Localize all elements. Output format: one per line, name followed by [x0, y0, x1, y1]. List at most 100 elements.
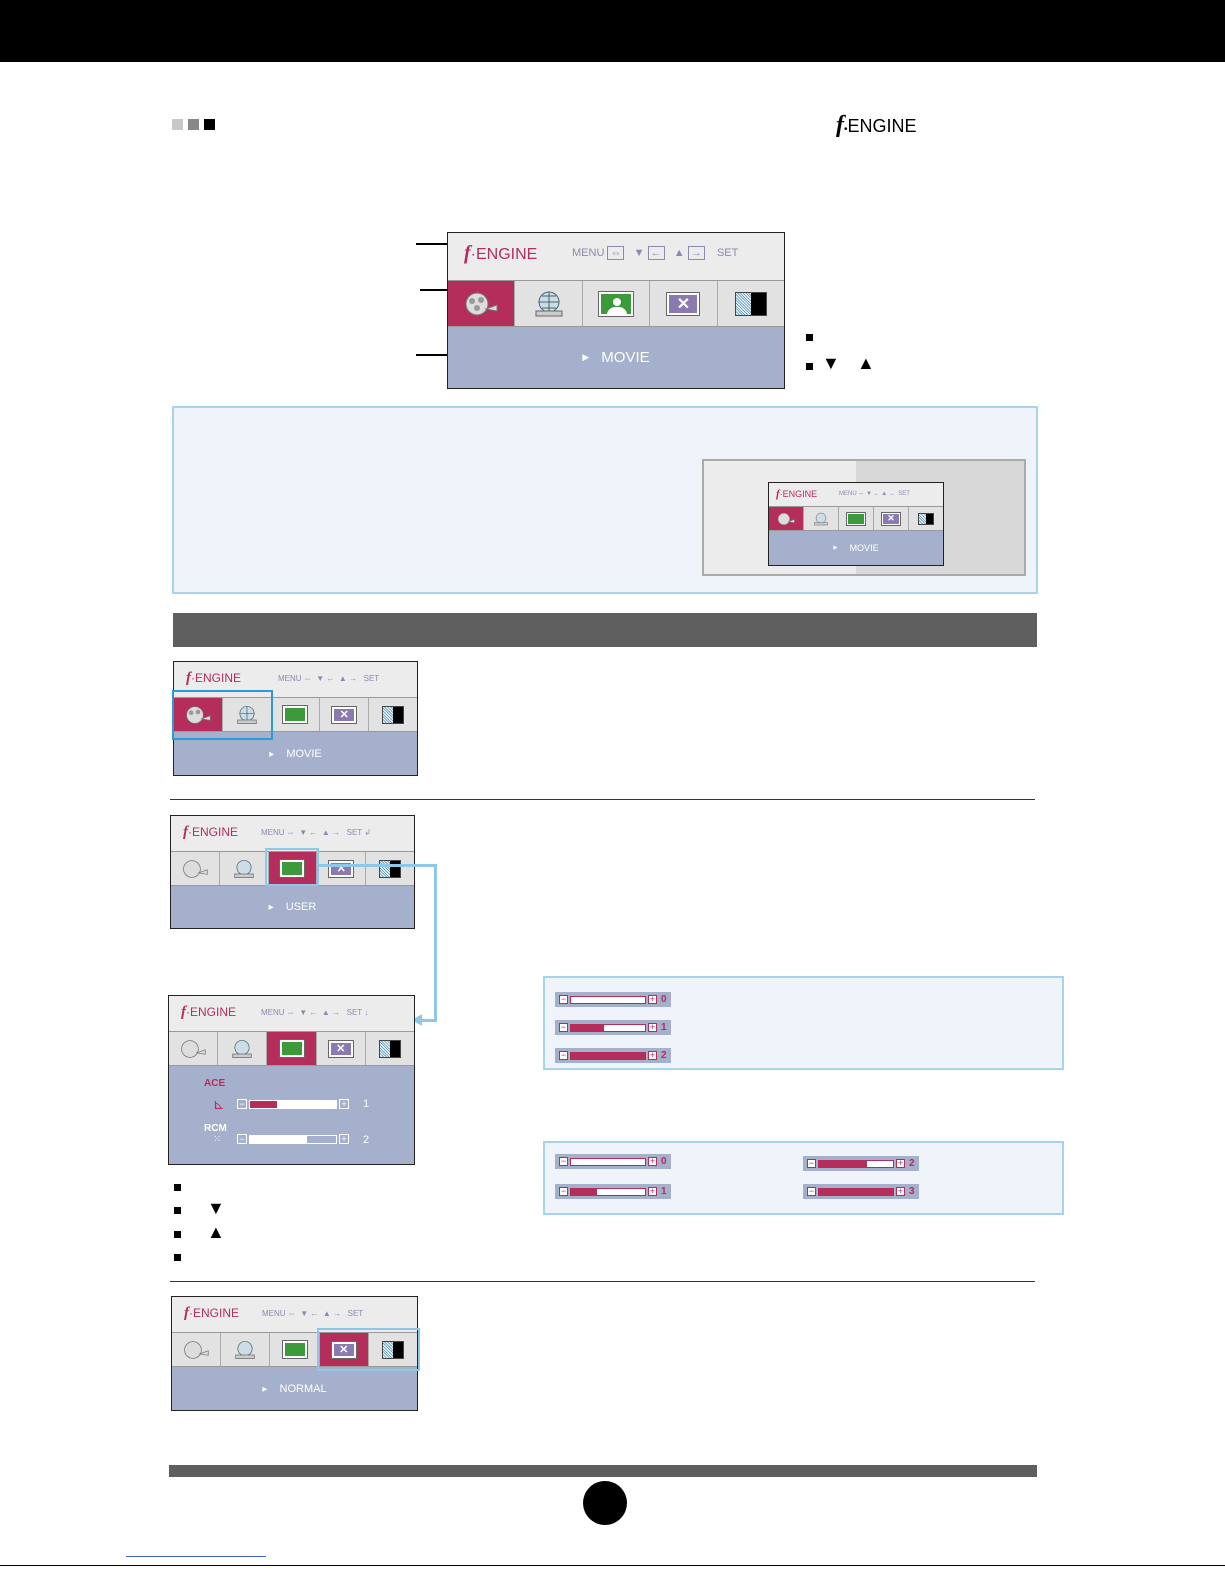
osd-movie: f·ENGINE MENU ⇔ ▼ ← ▲ → SET ✕ ▶MOVIE	[173, 661, 418, 776]
rcm-level-value: 3	[909, 1186, 915, 1197]
osd-icon-row: ✕	[448, 281, 785, 327]
ace-level-value: 2	[661, 1050, 667, 1061]
film-reel-icon[interactable]	[169, 1032, 219, 1065]
page-number-circle	[583, 1481, 627, 1525]
minus-icon: −	[559, 1186, 568, 1196]
rcm-level-bar: −+	[803, 1184, 919, 1199]
minus-icon: −	[559, 994, 568, 1004]
ace-level-value: 0	[661, 994, 667, 1005]
selection-highlight	[317, 1328, 420, 1371]
ace-level-bar: −+	[555, 992, 671, 1007]
minus-icon: −	[559, 1156, 568, 1166]
bottom-rule	[0, 1565, 1225, 1566]
connector-line	[420, 1019, 437, 1022]
rcm-level-value: 0	[661, 1156, 667, 1167]
down-arrow-icon: ▼	[822, 353, 840, 373]
demo-half-icon[interactable]	[365, 1032, 415, 1065]
rcm-slider[interactable]: − +	[237, 1134, 349, 1144]
plus-icon: +	[648, 1186, 657, 1196]
normal-x-icon: ✕	[874, 507, 909, 530]
callout-line-2	[420, 289, 448, 291]
up-arrow-icon: ▲	[207, 1222, 225, 1242]
ace-level-bar: −+	[555, 1048, 671, 1063]
ace-slider[interactable]: − +	[237, 1099, 349, 1109]
normal-x-icon[interactable]: ✕	[319, 1333, 369, 1366]
callout-line-1	[416, 243, 448, 245]
osd-normal: f·ENGINE MENU ⇔ ▼ ← ▲ → SET ✕ ▶NORMAL	[171, 1296, 418, 1411]
osd-header: f·ENGINE MENU ⇔ ▼ ← ▲ → SET	[448, 233, 784, 281]
osd-controls: MENU ⇔ ▼ ← ▲ → SET	[572, 246, 739, 260]
demo-half-icon	[909, 507, 943, 530]
up-arrow-icon: ▲	[857, 353, 875, 373]
internet-globe-icon[interactable]	[222, 698, 272, 731]
osd-main: f·ENGINE MENU ⇔ ▼ ← ▲ → SET ✕ ▶MOVIE	[447, 232, 785, 389]
normal-x-icon[interactable]: ✕	[320, 698, 370, 731]
plus-icon: +	[648, 1050, 657, 1060]
demo-half-icon[interactable]	[366, 852, 414, 885]
ace-label: ACE	[204, 1078, 226, 1089]
section-header-bar	[173, 613, 1037, 647]
ace-icon: ⊾	[213, 1096, 225, 1112]
internet-globe-icon	[804, 507, 839, 530]
connector-arrowhead	[412, 1014, 422, 1026]
user-picture-icon[interactable]	[271, 698, 321, 731]
internet-globe-icon[interactable]	[515, 281, 583, 326]
demo-half-icon[interactable]	[717, 281, 785, 326]
normal-x-icon[interactable]: ✕	[316, 1032, 366, 1065]
minus-icon: −	[559, 1050, 568, 1060]
film-reel-icon	[769, 507, 804, 530]
internet-globe-icon[interactable]	[218, 1032, 268, 1065]
minus-icon: −	[807, 1186, 816, 1196]
osd-mode-label: ▶MOVIE	[582, 349, 650, 366]
user-picture-icon	[839, 507, 874, 530]
rcm-level-bar: −+	[803, 1156, 919, 1171]
bullet	[174, 1231, 181, 1238]
osd-user-submenu: f·ENGINE MENU ⇔ ▼ ← ▲ → SET ↓ ✕ ACE ⊾ − …	[168, 995, 415, 1165]
user-picture-icon[interactable]	[267, 1032, 317, 1065]
header-brand: f•ENGINE	[836, 112, 917, 138]
user-picture-icon[interactable]	[582, 281, 651, 326]
footer-bar	[169, 1465, 1037, 1477]
rcm-levels-panel: −+0−+1−+2−+3	[543, 1141, 1064, 1215]
rcm-icon: ⁙	[213, 1134, 222, 1145]
bullet	[174, 1207, 181, 1214]
header-square-light	[172, 119, 183, 130]
plus-icon: +	[648, 1156, 657, 1166]
plus-icon: +	[896, 1158, 905, 1168]
connector-line	[319, 864, 437, 867]
connector-line	[434, 864, 437, 1022]
osd-logo: f·ENGINE	[464, 242, 538, 264]
down-arrow-icon: ▼	[207, 1198, 225, 1218]
rcm-label: RCM	[204, 1123, 227, 1134]
osd-preview: f·ENGINE MENU ⇔ ▼ ← ▲ → SET ✕ ▶MOVIE	[768, 482, 944, 566]
ace-level-value: 1	[661, 1022, 667, 1033]
plus-icon: +	[648, 1022, 657, 1032]
plus-icon: +	[648, 994, 657, 1004]
divider	[170, 1281, 1035, 1282]
demo-half-icon[interactable]	[368, 1333, 418, 1366]
info-panel: f·ENGINE MENU ⇔ ▼ ← ▲ → SET ✕ ▶MOVIE	[172, 406, 1038, 594]
internet-globe-icon[interactable]	[221, 1333, 271, 1366]
film-reel-icon[interactable]	[172, 1333, 222, 1366]
bullet	[174, 1254, 181, 1261]
header-square-mid	[188, 119, 199, 130]
normal-x-icon[interactable]: ✕	[650, 281, 718, 326]
minus-icon: −	[559, 1022, 568, 1032]
film-reel-icon[interactable]	[174, 698, 223, 731]
ace-value: 1	[363, 1098, 370, 1110]
user-picture-icon[interactable]	[268, 852, 318, 885]
internet-globe-icon[interactable]	[219, 852, 269, 885]
screen-preview: f·ENGINE MENU ⇔ ▼ ← ▲ → SET ✕ ▶MOVIE	[702, 459, 1026, 576]
header-square-dark	[204, 119, 215, 130]
bullet	[174, 1184, 181, 1191]
user-picture-icon[interactable]	[270, 1333, 320, 1366]
normal-x-icon[interactable]: ✕	[317, 852, 367, 885]
demo-half-icon[interactable]	[369, 698, 417, 731]
rcm-level-bar: −+	[555, 1154, 671, 1169]
plus-icon: +	[896, 1186, 905, 1196]
selection-highlight	[265, 848, 319, 886]
film-reel-icon[interactable]	[448, 281, 516, 326]
film-reel-icon[interactable]	[171, 852, 220, 885]
rcm-level-value: 2	[909, 1158, 915, 1169]
rcm-value: 2	[363, 1134, 370, 1146]
